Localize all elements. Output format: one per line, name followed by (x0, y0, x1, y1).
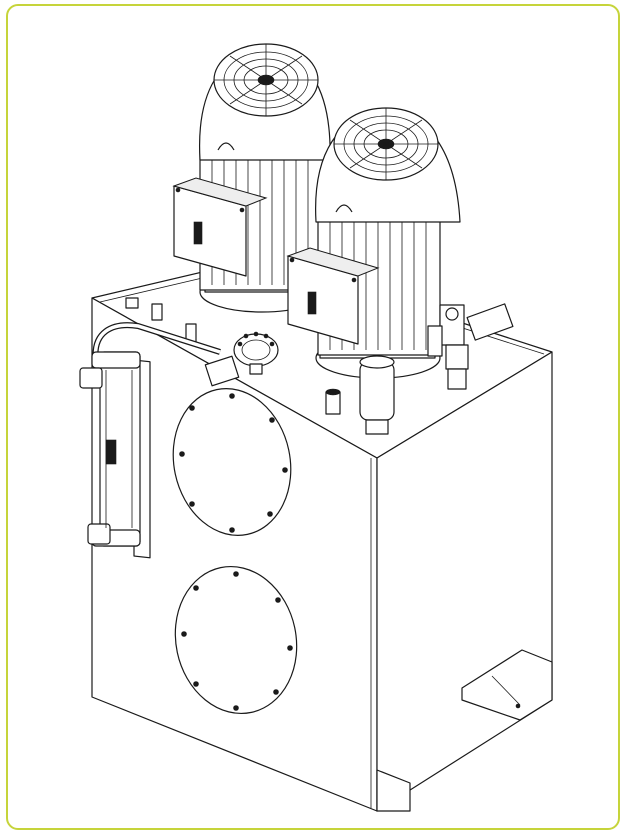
inspection-cover-lower (174, 565, 298, 715)
heat-exchanger (79, 351, 151, 559)
level-switch (325, 388, 341, 415)
motor-left (172, 43, 331, 313)
pressure-gauge (204, 331, 279, 387)
top-fitting-1 (125, 297, 139, 309)
top-fitting-2 (151, 303, 163, 321)
motor-right (286, 107, 461, 379)
breather-filter (359, 355, 395, 435)
tank-foot-front (376, 769, 411, 812)
tank-foot-right (461, 649, 553, 721)
inspection-cover-upper (172, 388, 292, 536)
valve-assembly (427, 303, 514, 390)
